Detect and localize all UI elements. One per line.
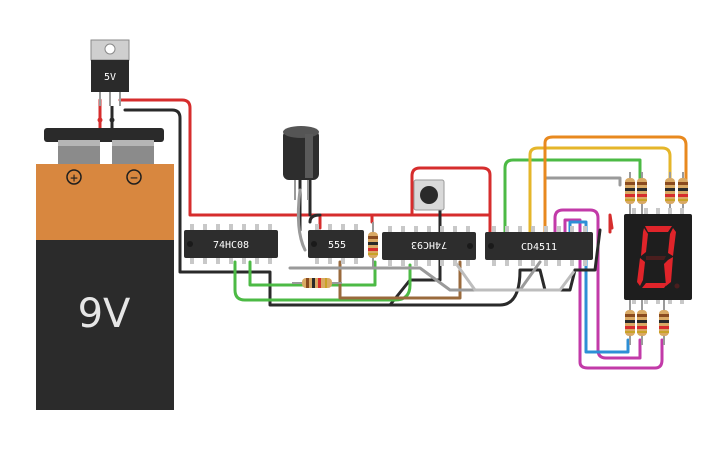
resistor-top-2[interactable] xyxy=(637,172,647,214)
wire-green-3 xyxy=(503,158,642,234)
resistor-horizontal[interactable] xyxy=(292,278,342,288)
chip-74hc08-label: 74HC08 xyxy=(213,240,249,251)
battery-plus-symbol: + xyxy=(70,171,78,186)
wire-black-555 xyxy=(308,213,322,224)
battery-minus-marker xyxy=(126,169,142,185)
regulator-label: 5V xyxy=(104,72,116,83)
wire-blue xyxy=(568,220,630,354)
resistor-top-1[interactable] xyxy=(625,172,635,214)
battery-leads xyxy=(97,106,115,128)
resistor-bottom-3[interactable] xyxy=(659,300,669,345)
wire-yellow xyxy=(528,146,672,234)
battery-cap xyxy=(44,128,164,142)
resistor-top-3[interactable] xyxy=(665,172,675,214)
resistor-bottom-2[interactable] xyxy=(637,300,647,345)
display-resistors-top xyxy=(625,172,688,214)
wire-red-display xyxy=(608,213,614,234)
seven-segment-display[interactable] xyxy=(624,208,692,304)
display-digit-zero xyxy=(637,226,676,288)
wire-green-1 xyxy=(233,260,412,302)
resistor-bottom-1[interactable] xyxy=(625,300,635,345)
battery-label: 9V xyxy=(78,291,131,337)
display-decimal-point xyxy=(674,283,680,289)
wire-orange xyxy=(543,135,688,234)
chip-74hc08[interactable]: 74HC08 xyxy=(184,224,278,264)
chip-cd4511-label: CD4511 xyxy=(521,242,557,253)
battery-9v[interactable]: + − 9V xyxy=(36,128,174,410)
chip-74hc93-label: 74HC93 xyxy=(411,239,447,250)
chip-555[interactable]: 555 xyxy=(308,224,364,264)
battery-top-band xyxy=(36,164,174,242)
electrolytic-capacitor[interactable] xyxy=(283,126,319,200)
wire-red-vcc xyxy=(118,98,492,217)
wire-magenta-1 xyxy=(553,208,642,360)
display-segment-off-g xyxy=(646,256,666,260)
resistor-vertical-555[interactable] xyxy=(368,222,378,268)
wire-gray-2 xyxy=(288,260,542,292)
battery-body xyxy=(36,240,174,410)
battery-plus-marker xyxy=(66,169,82,185)
chip-cd4511[interactable]: CD4511 xyxy=(485,226,593,266)
push-button[interactable] xyxy=(413,179,445,211)
wire-gray-1 xyxy=(296,188,307,252)
resistor-top-4[interactable] xyxy=(678,172,688,214)
wire-black-display xyxy=(573,228,602,272)
wire-brown-1 xyxy=(338,260,462,300)
chip-74hc93[interactable]: 74HC93 xyxy=(382,226,476,266)
voltage-regulator[interactable]: 5V xyxy=(90,39,130,106)
chip-555-label: 555 xyxy=(328,240,346,251)
wire-black-rail xyxy=(123,108,577,307)
wire-gray-4 xyxy=(453,260,577,292)
display-resistors-bottom xyxy=(625,300,669,345)
wire-magenta-2 xyxy=(563,218,664,370)
battery-minus-symbol: − xyxy=(130,171,138,186)
